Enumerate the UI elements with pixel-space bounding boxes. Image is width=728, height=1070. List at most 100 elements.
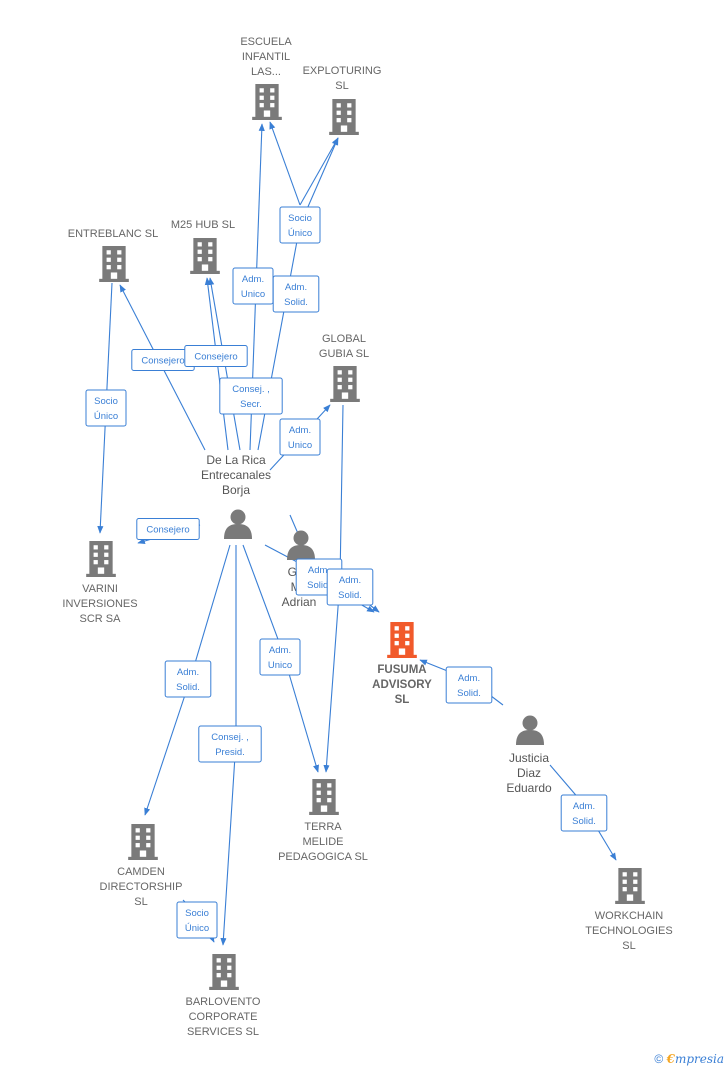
node-label-line: SL (134, 896, 147, 908)
edge-label-text: Adm. (573, 801, 595, 812)
edge-label-box (219, 377, 283, 415)
edge-label-text: Único (94, 411, 118, 422)
edge-label-text: Unico (241, 289, 265, 300)
edge-label-e18[interactable]: Adm.Solid. (445, 666, 493, 704)
edge-label-box (279, 206, 321, 244)
edge-label-box (445, 666, 493, 704)
edge-label-e16[interactable]: Consej. ,Presid. (198, 725, 262, 763)
node-label-line: ESCUELA (240, 36, 292, 48)
building-icon (387, 622, 417, 658)
edge-label-text: Adm. (339, 575, 361, 586)
edge-label-text: Solid. (176, 682, 200, 693)
company-node-entreblanc[interactable]: ENTREBLANC SL (68, 228, 158, 282)
node-label-line: Eduardo (506, 781, 552, 795)
node-label-line: EXPLOTURING (303, 65, 382, 77)
node-label-line: GLOBAL (322, 333, 366, 345)
node-label-line: Diaz (517, 766, 541, 780)
node-label-line: WORKCHAIN (595, 910, 664, 922)
company-node-escuela[interactable]: ESCUELAINFANTILLAS... (240, 36, 292, 120)
edge-label-e15[interactable]: Adm. Solid. (164, 660, 212, 698)
building-icon (330, 366, 360, 402)
nodes-layer: ESCUELAINFANTILLAS...EXPLOTURINGSLENTREB… (62, 36, 672, 1038)
edge-label-box (279, 418, 321, 456)
brand-name: mpresia (674, 1052, 724, 1066)
brand-logo[interactable]: €mpresia (667, 1052, 724, 1066)
edge-label-text: Adm. (177, 667, 199, 678)
edge-label-text: Secr. (240, 399, 262, 410)
edge-label-box (176, 901, 218, 939)
edge-label-e6[interactable]: Consejero (184, 345, 248, 367)
node-label-line: Justicia (509, 751, 549, 765)
edge-label-e3[interactable]: Adm.Unico (232, 267, 274, 305)
person-icon (516, 715, 544, 745)
edge-label-text: Solid. (307, 580, 331, 591)
edge-label-box (560, 794, 608, 832)
node-label-line: Entrecanales (201, 468, 271, 482)
person-icon (224, 509, 252, 539)
edge-label-text: Consejero (194, 352, 237, 363)
building-icon (209, 954, 239, 990)
edge-label-e19[interactable]: Adm.Solid. (560, 794, 608, 832)
footer-copyright: © €mpresia (654, 1052, 724, 1066)
building-icon (190, 238, 220, 274)
edge-label-text: Socio (94, 396, 118, 407)
edge-label-e12[interactable]: Adm.Solid. (326, 568, 374, 606)
edge-label-text: Socio (288, 213, 312, 224)
building-icon (252, 84, 282, 120)
node-label-line: FUSUMA (377, 664, 426, 676)
edge-label-e10[interactable]: Consejero (136, 518, 200, 540)
edge-label-text: Solid. (284, 297, 308, 308)
edge-label-e14[interactable]: Adm. Unico (259, 638, 301, 676)
edge-globalgubia-to-escuela (269, 121, 301, 206)
edge-label-box (136, 518, 200, 540)
node-label-line: CORPORATE (189, 1011, 258, 1023)
node-label-line: TECHNOLOGIES (585, 925, 672, 937)
edge-label-text: Adm. (308, 565, 330, 576)
node-label-line: LAS... (251, 66, 281, 78)
node-label-line: INVERSIONES (62, 598, 137, 610)
edge-label-text: Adm. (458, 673, 480, 684)
node-label-line: MELIDE (303, 836, 344, 848)
edge-label-text: Adm. (269, 645, 291, 656)
node-label-line: Borja (222, 483, 250, 497)
edge-globalgubia-to-exploturing (299, 137, 339, 206)
edge-label-text: Consej. , (232, 384, 270, 395)
brand-initial: € (666, 1052, 675, 1066)
edge-label-box (272, 275, 320, 313)
company-node-m25[interactable]: M25 HUB SL (171, 219, 235, 274)
node-label-line: ENTREBLANC SL (68, 228, 158, 240)
edge-label-e7[interactable]: Consej. , Secr. (219, 377, 283, 415)
building-icon (615, 868, 645, 904)
node-label-line: SL (395, 694, 410, 706)
edge-label-box (259, 638, 301, 676)
edge-label-box (184, 345, 248, 367)
edge-label-e4[interactable]: Adm.Solid. (272, 275, 320, 313)
edge-label-e8[interactable]: Adm.Unico (279, 418, 321, 456)
edge-label-text: Único (288, 228, 312, 239)
edge-label-text: Unico (268, 660, 292, 671)
building-icon (99, 246, 129, 282)
edge-label-text: Consejero (146, 525, 189, 536)
node-label-line: CAMDEN (117, 866, 165, 878)
node-label-line: Adrian (282, 595, 317, 609)
edge-label-e5[interactable]: Consejero (131, 349, 195, 371)
node-label-line: De La Rica (206, 453, 266, 467)
node-label-line: SERVICES SL (187, 1026, 259, 1038)
node-label-line: VARINI (82, 583, 118, 595)
edge-label-text: Socio (185, 908, 209, 919)
edge-label-text: Único (185, 923, 209, 934)
